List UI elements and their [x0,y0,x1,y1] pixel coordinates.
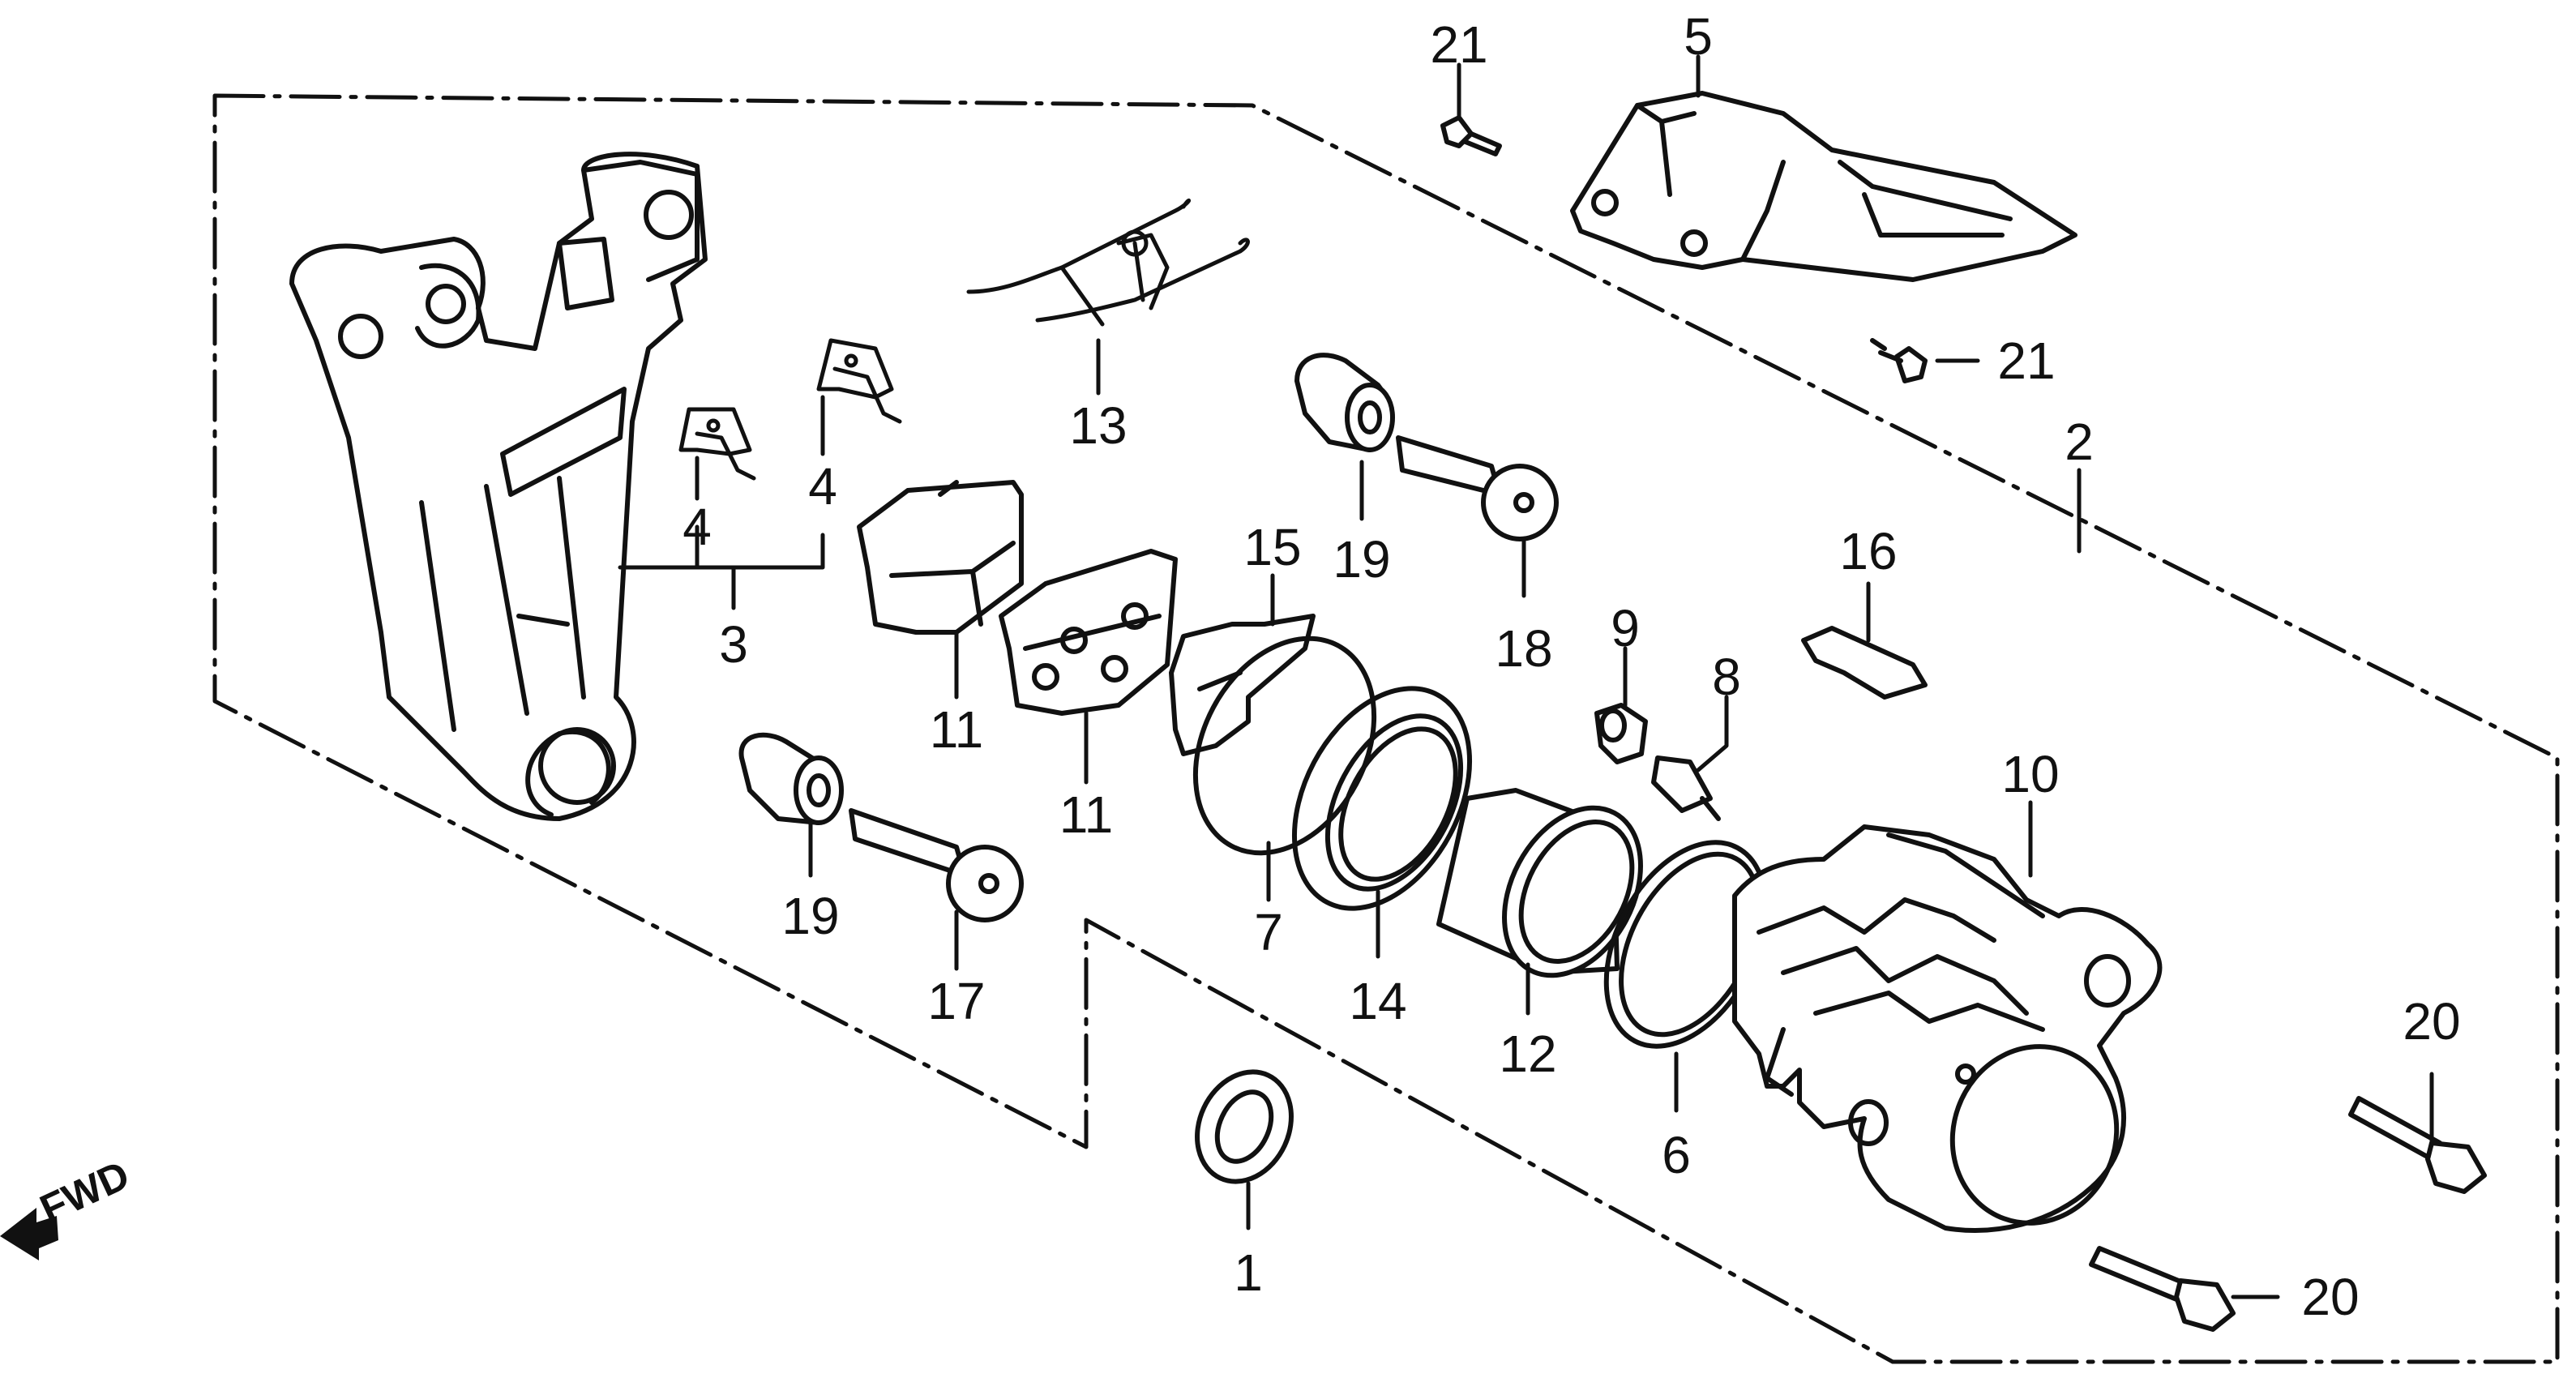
callout-11: 11 [1059,785,1113,844]
fwd-label: FWD [33,1152,136,1232]
callout-11: 11 [930,700,983,759]
callout-12: 12 [1499,1025,1556,1083]
caliper-body [1732,824,2163,1233]
bleeder-cap [1594,703,1648,764]
pad-spring-right [816,338,902,424]
washer [1195,1069,1294,1184]
callout-labels: 21 5 21 2 13 4 4 3 19 18 15 11 11 16 9 8… [683,7,2460,1326]
callout-6: 6 [1662,1126,1691,1184]
leader-8 [1696,695,1729,772]
callout-19: 19 [1333,530,1390,588]
pin-boot-lower [738,732,844,825]
bolt-lower [2089,1246,2236,1332]
callout-16: 16 [1839,522,1897,580]
pad-retainer-spring [966,198,1250,327]
piston-seal [1291,686,1473,911]
callout-9: 9 [1611,599,1640,657]
callout-8: 8 [1712,648,1741,706]
callout-2: 2 [2065,413,2094,471]
callout-4: 4 [683,498,712,556]
callout-18: 18 [1495,619,1552,678]
screw-cover-top [1440,115,1502,156]
callout-21: 21 [1997,332,2055,390]
callout-13: 13 [1069,396,1127,455]
callout-15: 15 [1243,518,1301,576]
forward-arrow-icon [0,1208,58,1260]
slide-pin-lower [849,808,1024,922]
caliper-bracket [289,152,708,821]
brake-pad-back [857,480,1024,635]
bleeder-screw [1651,755,1721,821]
callout-21: 21 [1430,15,1487,74]
slide-pin-upper [1396,435,1559,541]
piston [1436,788,1643,978]
screw-cover-side [1870,338,1928,383]
pad-shim [1169,614,1316,756]
callout-7: 7 [1254,903,1283,961]
pad-retainer-clip [1801,626,1928,700]
assembly-frame [212,93,2560,1364]
callout-1: 1 [1234,1243,1263,1302]
callout-20: 20 [2403,992,2460,1051]
callout-4: 4 [808,457,837,516]
callout-17: 17 [927,972,985,1030]
pad-spring-left [678,407,756,481]
callout-3: 3 [719,615,748,674]
bolt-upper [2348,1096,2487,1194]
pin-boot-upper [1294,353,1395,452]
brake-pad-front [999,549,1178,716]
forward-direction-indicator: FWD [0,1152,136,1260]
callout-5: 5 [1684,7,1713,66]
callout-19: 19 [781,887,839,945]
callout-14: 14 [1349,972,1406,1030]
callout-20: 20 [2301,1268,2359,1326]
callout-10: 10 [2001,745,2059,803]
leader-lines [618,54,2434,1299]
caliper-cover [1570,91,2077,282]
leader-3 [618,524,825,610]
